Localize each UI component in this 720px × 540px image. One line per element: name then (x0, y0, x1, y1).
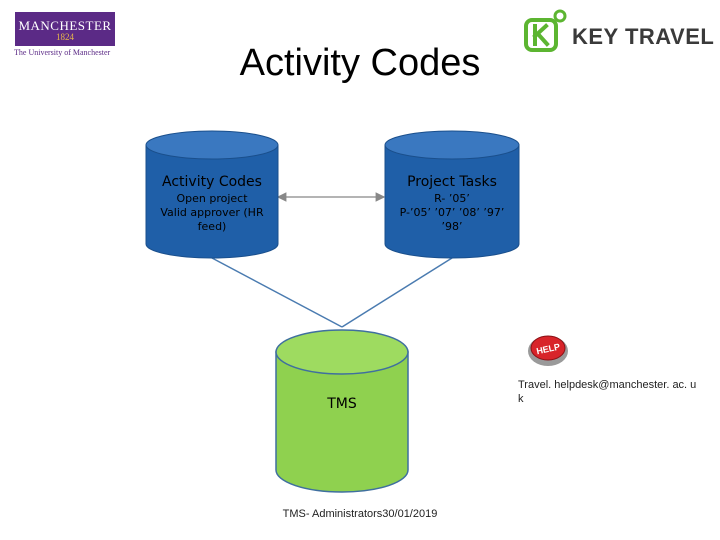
project-tasks-line-2: P-’05’ ’07’ ’08’ ’97’ (399, 206, 505, 219)
helpdesk-email[interactable]: Travel. helpdesk@manchester. ac. u k (518, 379, 697, 405)
project-tasks-cylinder (384, 130, 520, 259)
activity-codes-label: Activity Codes Open project Valid approv… (146, 174, 278, 234)
project-tasks-line-1: R- ’05’ (434, 192, 470, 205)
manchester-wordmark: MANCHESTER (18, 18, 112, 33)
activity-codes-cylinder (145, 130, 279, 259)
university-of-manchester-logo: MANCHESTER 1824 The University of Manche… (10, 12, 115, 57)
project-tasks-title: Project Tasks (407, 174, 497, 190)
project-tasks-line-3: ’98’ (441, 220, 463, 233)
manchester-subtitle: The University of Manchester (14, 48, 111, 57)
connector-tasks-to-tms (341, 257, 453, 328)
tms-title: TMS (327, 396, 357, 412)
project-tasks-label: Project Tasks R- ’05’ P-’05’ ’07’ ’08’ ’… (385, 174, 519, 234)
footer-text: TMS- Administrators30/01/2019 (282, 508, 438, 520)
slide-title: Activity Codes (239, 42, 481, 84)
activity-codes-line-3: feed) (197, 220, 227, 233)
help-badge-text: HELP (535, 342, 561, 357)
activity-codes-line-1: Open project (176, 192, 248, 205)
activity-codes-title: Activity Codes (162, 174, 262, 190)
manchester-year: 1824 (56, 32, 74, 42)
tms-cylinder (275, 329, 409, 493)
key-travel-wordmark: KEY TRAVEL (572, 24, 715, 49)
connector-activity-to-tms (211, 257, 343, 328)
help-button-icon[interactable]: HELP (526, 332, 570, 368)
key-travel-logo: KEY TRAVEL (520, 6, 714, 56)
activity-codes-line-2: Valid approver (HR (160, 206, 264, 219)
tms-label: TMS (276, 396, 408, 412)
key-travel-k-icon (524, 9, 567, 52)
